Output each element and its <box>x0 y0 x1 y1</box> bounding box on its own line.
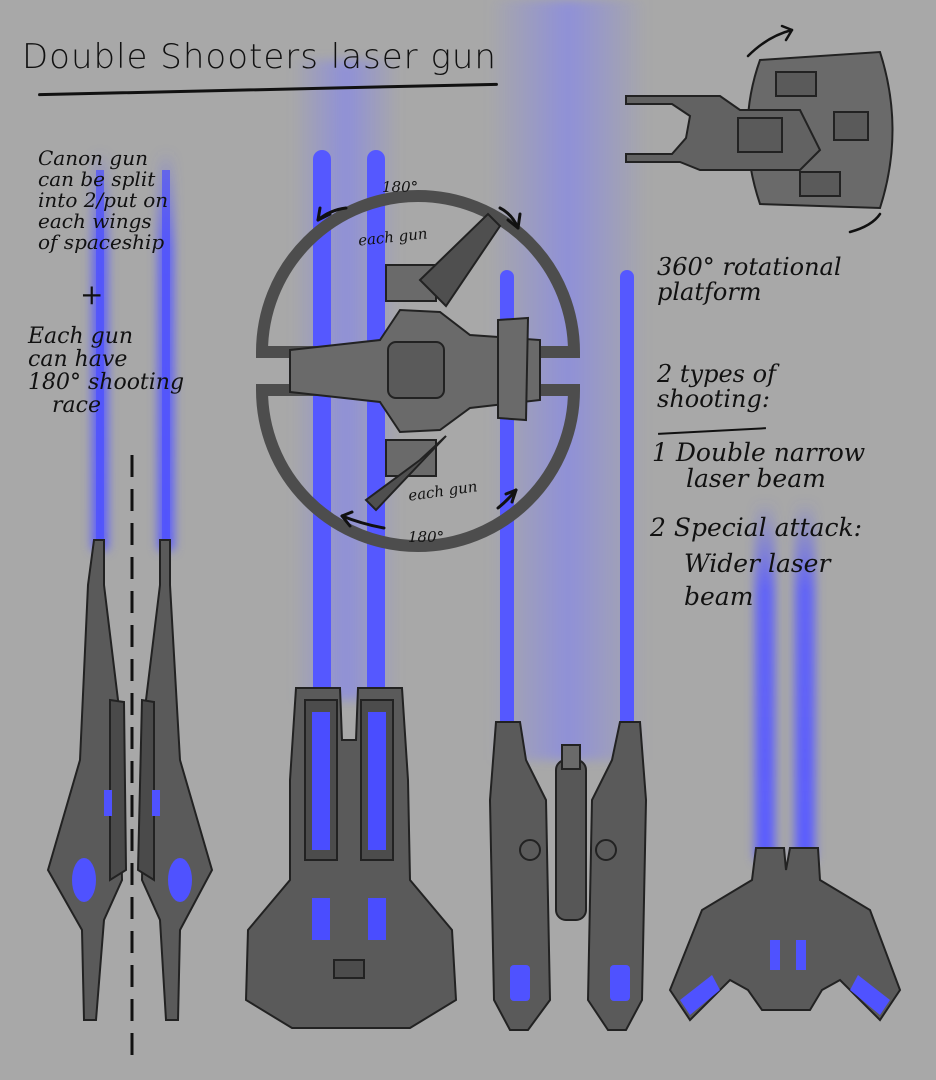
note-line: Each gun <box>28 324 134 349</box>
page-title: Double Shooters laser gun <box>22 37 497 77</box>
gun-side-view <box>46 539 214 1021</box>
bottom-angle-label: 180° <box>408 528 445 546</box>
note-split-guns: Canon gun can be split into 2/put on eac… <box>38 148 168 253</box>
note-line: race <box>52 393 101 419</box>
note-line: 1 Double narrow <box>652 438 866 467</box>
note-line: Canon gun <box>38 146 148 170</box>
shooting-types-heading: 2 types of shooting: <box>657 360 776 414</box>
note-line: 180° shooting <box>28 370 185 396</box>
left-gun-beams <box>92 150 174 550</box>
note-rotational-platform: 360° rotational platform <box>657 253 842 307</box>
gun-top-view <box>244 687 458 1029</box>
top-angle-label: 180° <box>382 178 419 196</box>
note-line: shooting: <box>657 385 770 414</box>
note-line: 360° rotational <box>657 253 842 281</box>
note-line: can have <box>28 347 128 373</box>
rotation-arrows <box>316 206 522 530</box>
note-line: into 2/put on <box>38 188 169 212</box>
spaceship-top-view <box>289 212 541 512</box>
note-line: beam <box>684 581 754 611</box>
gun-front-view <box>488 721 648 1031</box>
note-line: each wings <box>38 209 152 233</box>
note-line: 2 Special attack: <box>650 513 863 542</box>
note-line: 2 types of <box>657 360 776 388</box>
note-plus-sign: + <box>80 278 104 311</box>
rotation-ring-diagram <box>255 190 581 552</box>
note-line: of spaceship <box>38 230 165 254</box>
shooting-type-1: 1 Double narrow laser beam <box>652 438 866 494</box>
platform-rotation-arrows <box>746 24 882 234</box>
note-shooting-range: Each gun can have 180° shooting race <box>28 325 184 417</box>
note-line: can be split <box>38 167 156 191</box>
note-line: laser beam <box>686 464 826 494</box>
note-line: platform <box>657 278 762 307</box>
fourth-gun-beams <box>755 500 815 860</box>
shooting-type-2: 2 Special attack: Wider laser beam <box>650 513 863 611</box>
rotational-platform <box>625 50 894 210</box>
gun-rear-view <box>668 847 902 1022</box>
note-line: Wider laser <box>684 549 831 579</box>
